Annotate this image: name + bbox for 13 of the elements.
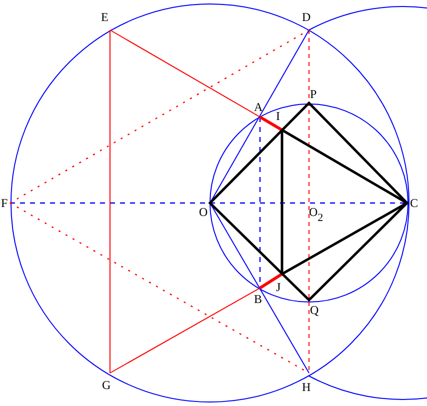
point-label: D: [302, 11, 311, 23]
point-label: Q: [310, 304, 319, 316]
point-label: J: [276, 281, 281, 293]
point-label: C: [410, 197, 418, 209]
point-label: O: [199, 206, 208, 218]
point-label: A: [254, 101, 263, 113]
point-label: P: [310, 88, 317, 100]
point-label: I: [276, 110, 280, 122]
point-label: G: [102, 379, 111, 391]
point-label: F: [1, 197, 8, 209]
point-label: E: [101, 11, 108, 23]
point-label: H: [302, 381, 311, 393]
point-label: B: [254, 293, 262, 305]
